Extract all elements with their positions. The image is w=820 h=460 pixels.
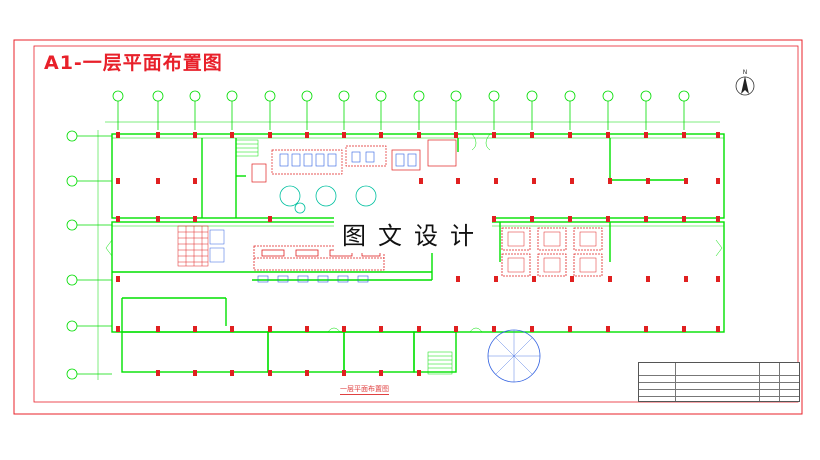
upper-equipment xyxy=(251,139,457,183)
grid-axis-top xyxy=(105,90,720,130)
reactor-array-inner xyxy=(507,231,597,273)
drawing-title: A1-一层平面布置图 xyxy=(44,52,223,74)
process-line-pumps xyxy=(257,275,369,283)
watermark-text: 图文设计 xyxy=(334,214,492,253)
north-arrow-icon: N xyxy=(735,69,755,96)
sheet-frame xyxy=(13,39,803,415)
staircase-icon xyxy=(235,139,259,157)
grid-axis-left xyxy=(66,130,112,380)
title-block xyxy=(638,362,800,402)
inner-frame xyxy=(33,45,799,403)
drawing-caption: 一层平面布置图 xyxy=(340,385,389,395)
round-tanks xyxy=(279,185,377,214)
round-tank-icon xyxy=(487,329,541,383)
lower-left-equipment xyxy=(177,225,209,267)
reactor-array xyxy=(501,227,603,277)
lower-left-blue-equipment xyxy=(209,229,225,263)
structural-columns xyxy=(116,132,720,376)
svg-text:N: N xyxy=(743,69,748,76)
door-swings xyxy=(105,133,723,333)
bottom-staircase-icon xyxy=(427,351,453,375)
upper-equipment-detail xyxy=(279,151,417,167)
